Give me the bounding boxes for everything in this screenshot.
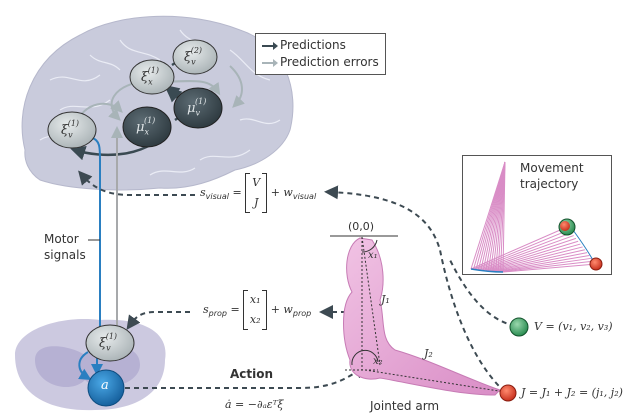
- node-xi-v2: [172, 39, 218, 75]
- movement-trajectory-inset: Movement trajectory: [462, 155, 612, 275]
- light-arrow-icon: [262, 58, 278, 67]
- jointed-arm: [330, 235, 506, 396]
- trajectory-segment: [485, 243, 581, 271]
- trajectory-segment: [480, 237, 577, 271]
- node-xi-v1-spinal: [85, 324, 135, 362]
- label-mu-x1: μx(1): [136, 116, 156, 137]
- origin-label: (0,0): [348, 220, 375, 233]
- movement-trajectory-title: Movement trajectory: [520, 160, 600, 192]
- node-mu-x1: [122, 106, 172, 148]
- action-equation: ȧ = −∂ₐεᵀξ: [225, 398, 284, 411]
- trajectory-segment: [483, 240, 579, 271]
- motor-signals-label: Motor signals: [44, 231, 86, 263]
- label-action-node: a: [101, 378, 109, 393]
- label-xi-x1: ξx(1): [141, 66, 160, 87]
- x2-label: x₂: [373, 356, 383, 367]
- green-target: [509, 317, 529, 337]
- trajectory-segment: [500, 260, 594, 273]
- J-definition: J = J₁ + J₂ = (j₁, j₂): [521, 386, 623, 399]
- label-xi-v2: ξv(2): [184, 46, 203, 67]
- legend-predictions-label: Predictions: [280, 38, 346, 52]
- motor-signals-line1: Motor: [44, 232, 79, 246]
- dark-arrow-icon: [262, 41, 278, 50]
- trajectory-segment: [495, 254, 590, 272]
- red-end-inset: [589, 257, 603, 271]
- trajectory-segment: [502, 161, 506, 273]
- red-start-inset: [560, 221, 570, 231]
- J1-label: J₁: [381, 293, 390, 306]
- legend: Predictions Prediction errors: [255, 33, 386, 75]
- trajectory-segment: [488, 246, 583, 272]
- brain-outline: [21, 15, 294, 191]
- legend-item-prediction-errors: Prediction errors: [262, 54, 385, 71]
- movement-trajectory-line2: trajectory: [520, 177, 579, 191]
- x1-label: x₁: [368, 250, 378, 261]
- trajectory-segment: [498, 257, 592, 273]
- motor-signals-line2: signals: [44, 248, 86, 262]
- action-title: Action: [230, 367, 274, 381]
- label-mu-v1: μv(1): [187, 97, 207, 118]
- legend-prediction-errors-label: Prediction errors: [280, 55, 379, 69]
- trajectory-lines: [470, 161, 597, 273]
- jointed-arm-label: Jointed arm: [370, 399, 440, 413]
- J2-label: J₂: [424, 347, 433, 360]
- trajectory-segment: [493, 252, 588, 272]
- trajectory-segment: [490, 249, 585, 272]
- label-xi-v1-brain: ξv(1): [61, 119, 80, 140]
- node-xi-x1: [129, 59, 175, 95]
- node-xi-v1-brain: [47, 111, 97, 149]
- movement-trajectory-line1: Movement: [520, 161, 584, 175]
- V-definition: V = (v₁, v₂, v₃): [534, 320, 613, 333]
- legend-item-predictions: Predictions: [262, 37, 385, 54]
- trajectory-plot: [470, 161, 603, 273]
- node-action: [87, 369, 125, 407]
- red-target: [499, 384, 517, 402]
- label-xi-v1-spinal: ξv(1): [99, 332, 118, 353]
- node-mu-v1: [173, 87, 223, 129]
- base-path: [470, 268, 504, 273]
- trajectory-segment: [502, 263, 597, 273]
